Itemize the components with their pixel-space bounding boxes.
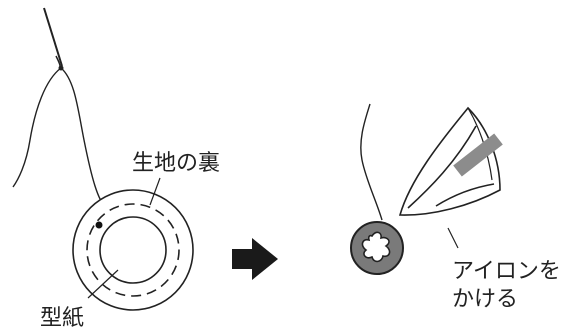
knot-dot: [95, 221, 103, 229]
label-pattern: 型紙: [40, 306, 84, 331]
thread-right: [360, 103, 383, 221]
fabric-circle: [72, 189, 194, 311]
leader-fabric-back: [149, 177, 161, 206]
label-iron-line2: かける: [452, 287, 518, 312]
label-iron-line1: アイロンを: [452, 259, 561, 284]
leader-pattern: [87, 269, 119, 299]
arrow-right-icon: [232, 238, 278, 280]
label-fabric-back: 生地の裏: [132, 151, 220, 176]
leader-iron: [447, 227, 459, 249]
thread-left: [12, 67, 107, 209]
iron-icon: [398, 106, 501, 216]
gathered-circle: [350, 221, 404, 275]
iron-handle-accent: [453, 133, 503, 177]
needle-icon: [43, 7, 63, 71]
